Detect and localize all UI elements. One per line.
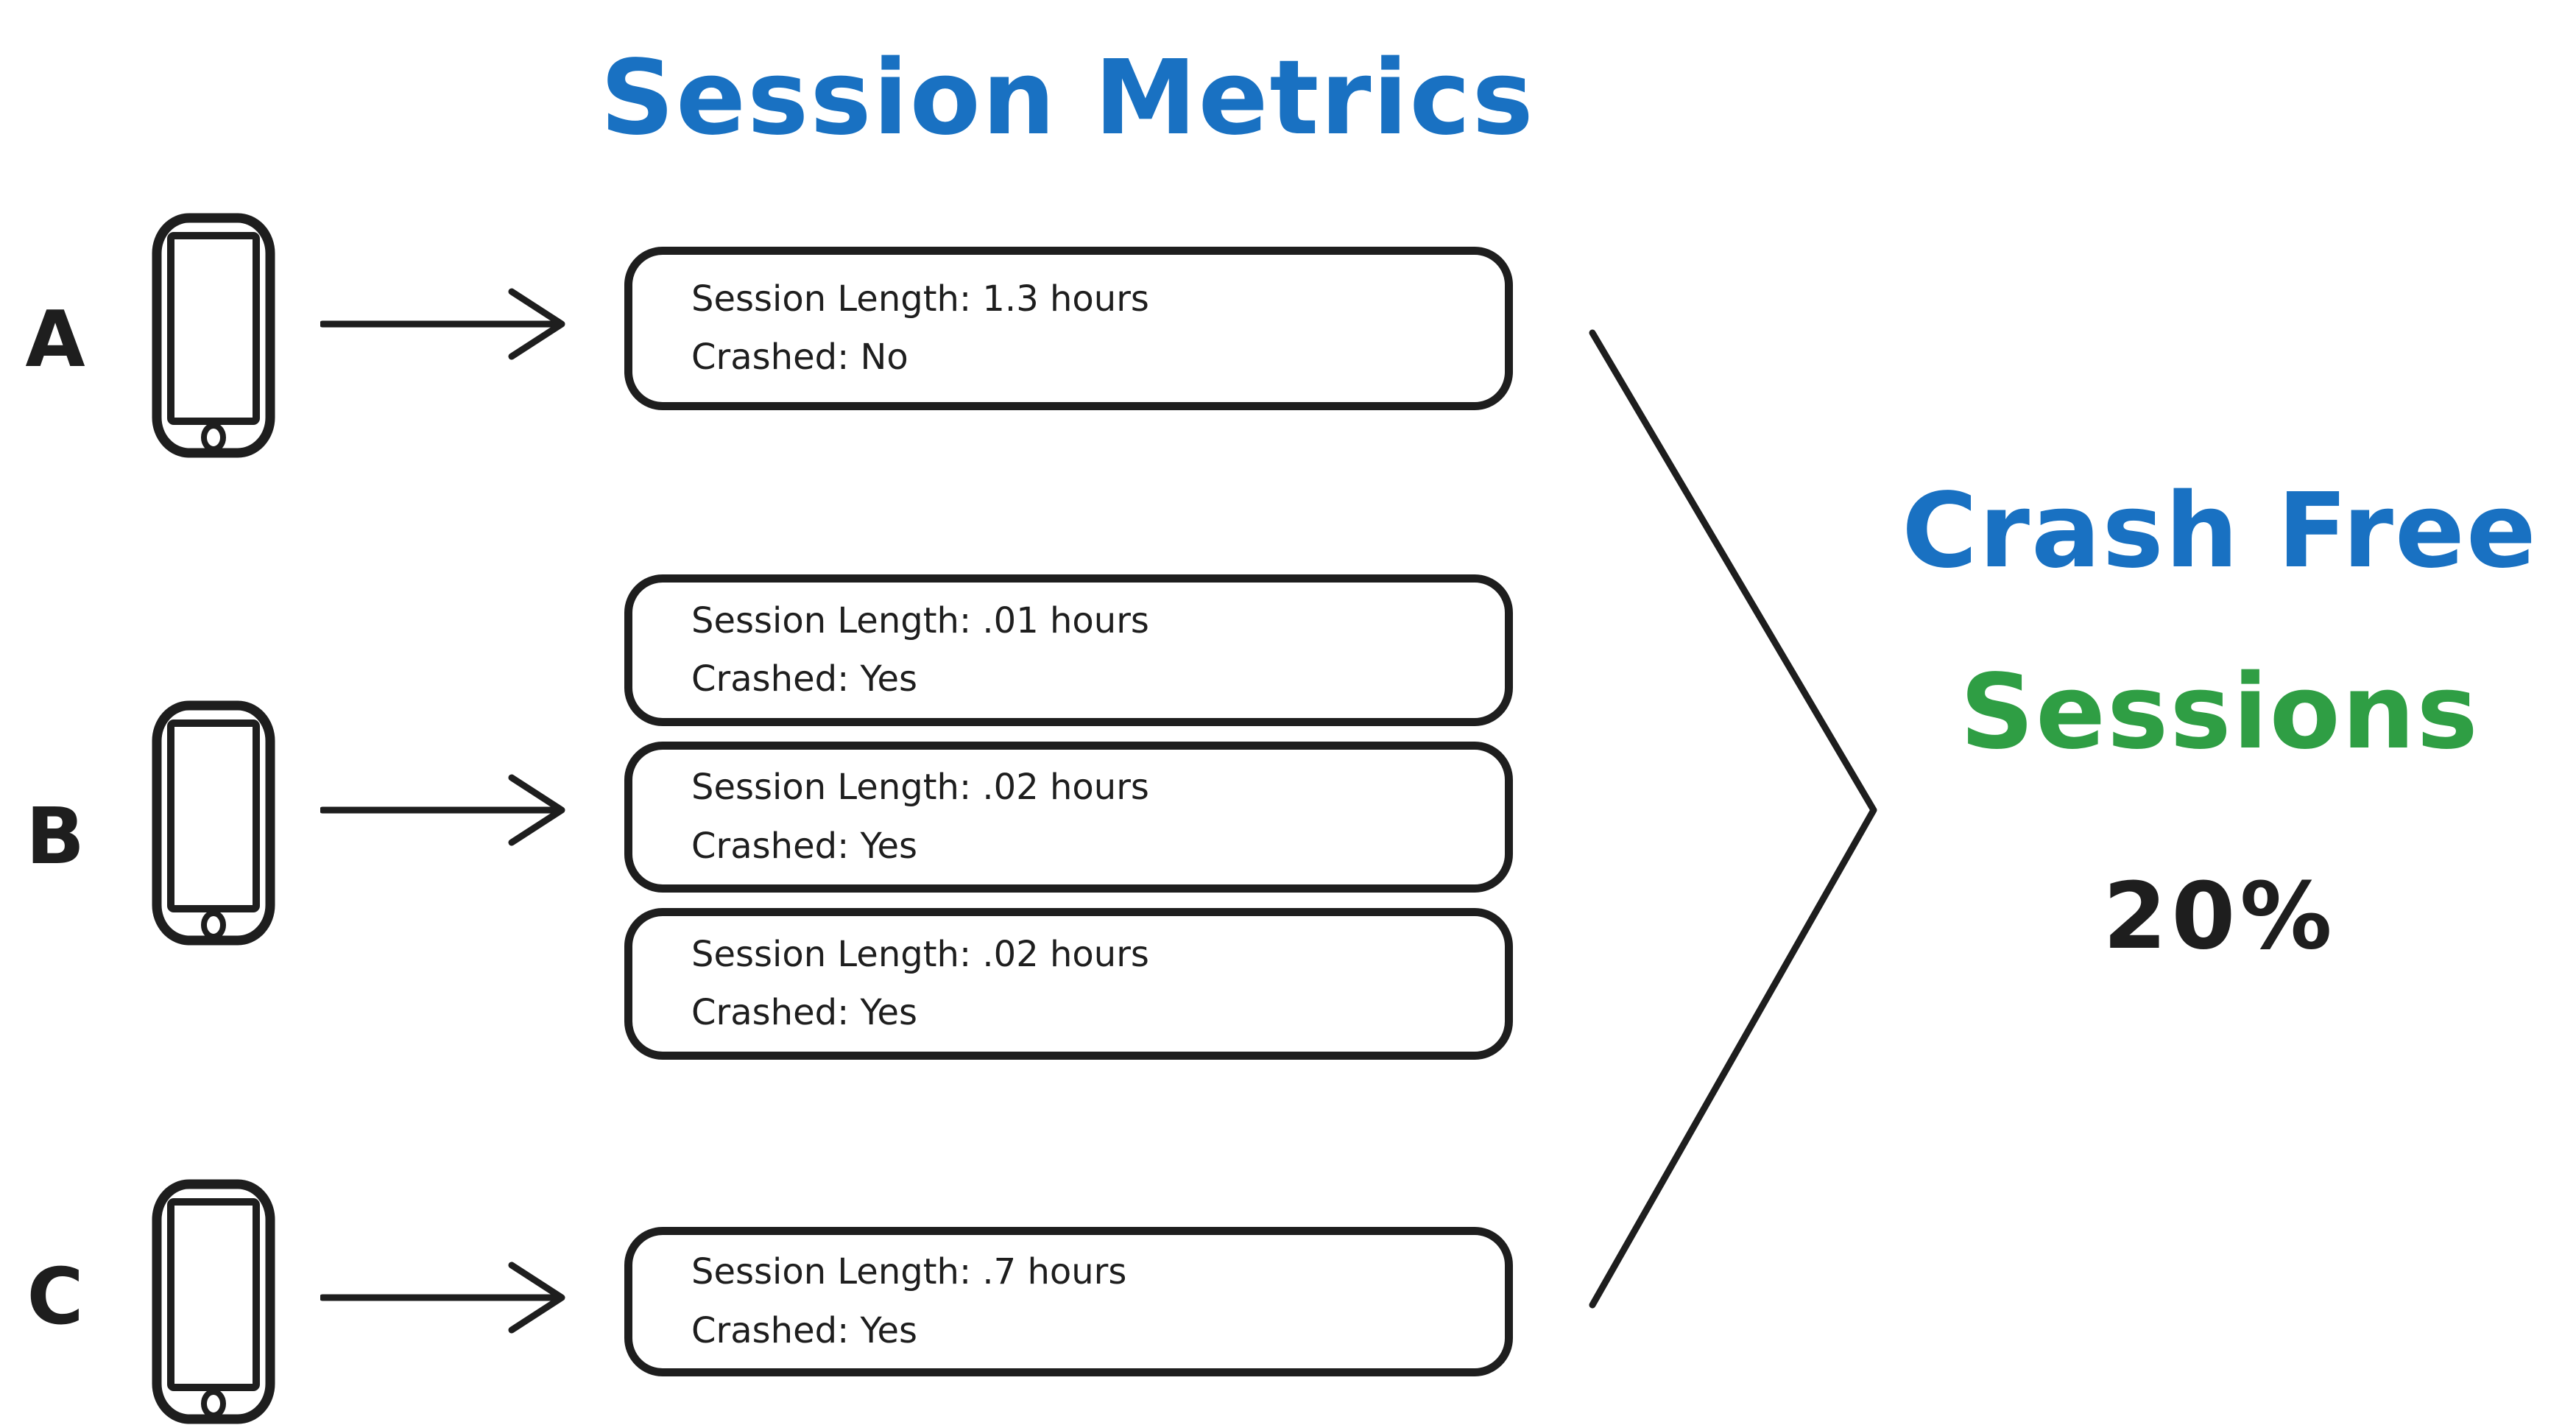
session-length-text: Session Length: 1.3 hours bbox=[691, 278, 1149, 320]
phone-icon bbox=[151, 1178, 276, 1425]
device-label-a: A bbox=[25, 295, 85, 384]
crashed-text: Crashed: No bbox=[691, 337, 908, 378]
right-arrow-icon bbox=[320, 770, 567, 851]
right-arrow-icon bbox=[320, 1257, 567, 1338]
session-length-text: Session Length: .01 hours bbox=[691, 599, 1149, 641]
crashed-text: Crashed: Yes bbox=[691, 992, 918, 1033]
session-box: Session Length: 1.3 hours Crashed: No bbox=[624, 247, 1513, 410]
crashed-text: Crashed: Yes bbox=[691, 825, 918, 867]
session-box: Session Length: .02 hours Crashed: Yes bbox=[624, 742, 1513, 893]
phone-icon bbox=[151, 212, 276, 459]
crashed-text: Crashed: Yes bbox=[691, 1309, 918, 1351]
session-length-text: Session Length: .02 hours bbox=[691, 933, 1149, 975]
session-box: Session Length: .02 hours Crashed: Yes bbox=[624, 908, 1513, 1060]
right-arrow-icon bbox=[320, 284, 567, 365]
crashed-text: Crashed: Yes bbox=[691, 658, 918, 700]
session-length-text: Session Length: .02 hours bbox=[691, 767, 1149, 809]
page-title: Session Metrics bbox=[600, 38, 1535, 158]
device-label-c: C bbox=[27, 1252, 84, 1342]
result-heading: Crash Free bbox=[1902, 471, 2538, 591]
phone-icon bbox=[151, 700, 276, 946]
session-box: Session Length: .7 hours Crashed: Yes bbox=[624, 1227, 1513, 1376]
result-value: 20% bbox=[2103, 863, 2337, 970]
session-length-text: Session Length: .7 hours bbox=[691, 1251, 1127, 1293]
device-label-b: B bbox=[25, 792, 85, 882]
session-box: Session Length: .01 hours Crashed: Yes bbox=[624, 574, 1513, 726]
result-subheading: Sessions bbox=[1960, 652, 2480, 773]
